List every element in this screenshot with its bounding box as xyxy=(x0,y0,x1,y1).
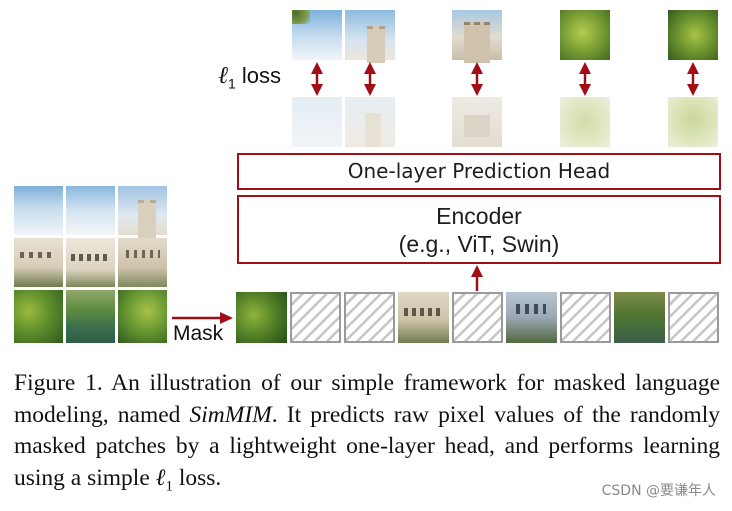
loss-arrow xyxy=(311,62,323,96)
target-patch-foliage-right xyxy=(668,10,718,60)
input-patch-castle-blue xyxy=(506,292,557,343)
loss-arrow xyxy=(364,62,376,96)
loss-subscript: 1 xyxy=(228,75,236,92)
image-patch-foliage-right xyxy=(118,290,167,343)
mask-label: Mask xyxy=(173,322,224,345)
target-patch-tower xyxy=(345,10,395,63)
masked-token xyxy=(344,292,395,343)
prediction-head-box: One-layer Prediction Head xyxy=(237,153,721,190)
input-patch-garden xyxy=(614,292,665,343)
encoder-title: Encoder xyxy=(436,203,522,229)
loss-label: ℓ1 loss xyxy=(218,63,281,91)
loss-word: loss xyxy=(241,63,282,88)
encoder-examples: (e.g., ViT, Swin) xyxy=(398,231,560,257)
image-patch-castle-right xyxy=(118,238,167,287)
figure-label: Figure 1. xyxy=(14,370,103,396)
input-patch-castle xyxy=(398,292,449,343)
loss-arrow xyxy=(579,62,591,96)
target-patch-castle xyxy=(452,10,502,63)
masked-token xyxy=(668,292,719,343)
predicted-patch-castle xyxy=(452,97,502,147)
loss-arrow xyxy=(687,62,699,96)
loss-arrow xyxy=(471,62,483,96)
target-patch-sky-left xyxy=(292,10,342,60)
method-name: SimMIM xyxy=(189,401,272,428)
input-patch-foliage xyxy=(236,292,287,343)
watermark: CSDN @要谦年人 xyxy=(601,483,716,499)
image-patch-sky-left xyxy=(14,186,63,235)
masked-token xyxy=(452,292,503,343)
figure-caption: Figure 1. An illustration of our simple … xyxy=(14,368,720,503)
encoder-box: Encoder (e.g., ViT, Swin) xyxy=(237,195,721,264)
prediction-head-label: One-layer Prediction Head xyxy=(347,159,611,183)
target-patch-foliage xyxy=(560,10,610,60)
caption-loss-subscript: 1 xyxy=(165,478,173,495)
predicted-patch-sky-left xyxy=(292,97,342,147)
loss-symbol: ℓ xyxy=(218,63,228,89)
caption-text-2: . It predicts raw pixel values of the ra… xyxy=(14,401,720,491)
caption-loss-symbol: ℓ xyxy=(155,464,166,491)
masked-token xyxy=(560,292,611,343)
predicted-patch-tower xyxy=(345,97,395,147)
caption-text-3: loss. xyxy=(172,464,222,491)
masked-token xyxy=(290,292,341,343)
image-patch-tower xyxy=(118,186,167,238)
predicted-patch-foliage-right xyxy=(668,97,718,147)
image-patch-castle-center xyxy=(66,238,115,287)
caption-text-1: An illustration of our simple framework … xyxy=(14,370,720,428)
image-patch-garden xyxy=(66,290,115,343)
predicted-patch-foliage xyxy=(560,97,610,147)
image-patch-foliage-left xyxy=(14,290,63,343)
image-patch-castle-left xyxy=(14,238,63,287)
image-patch-sky-center xyxy=(66,186,115,235)
